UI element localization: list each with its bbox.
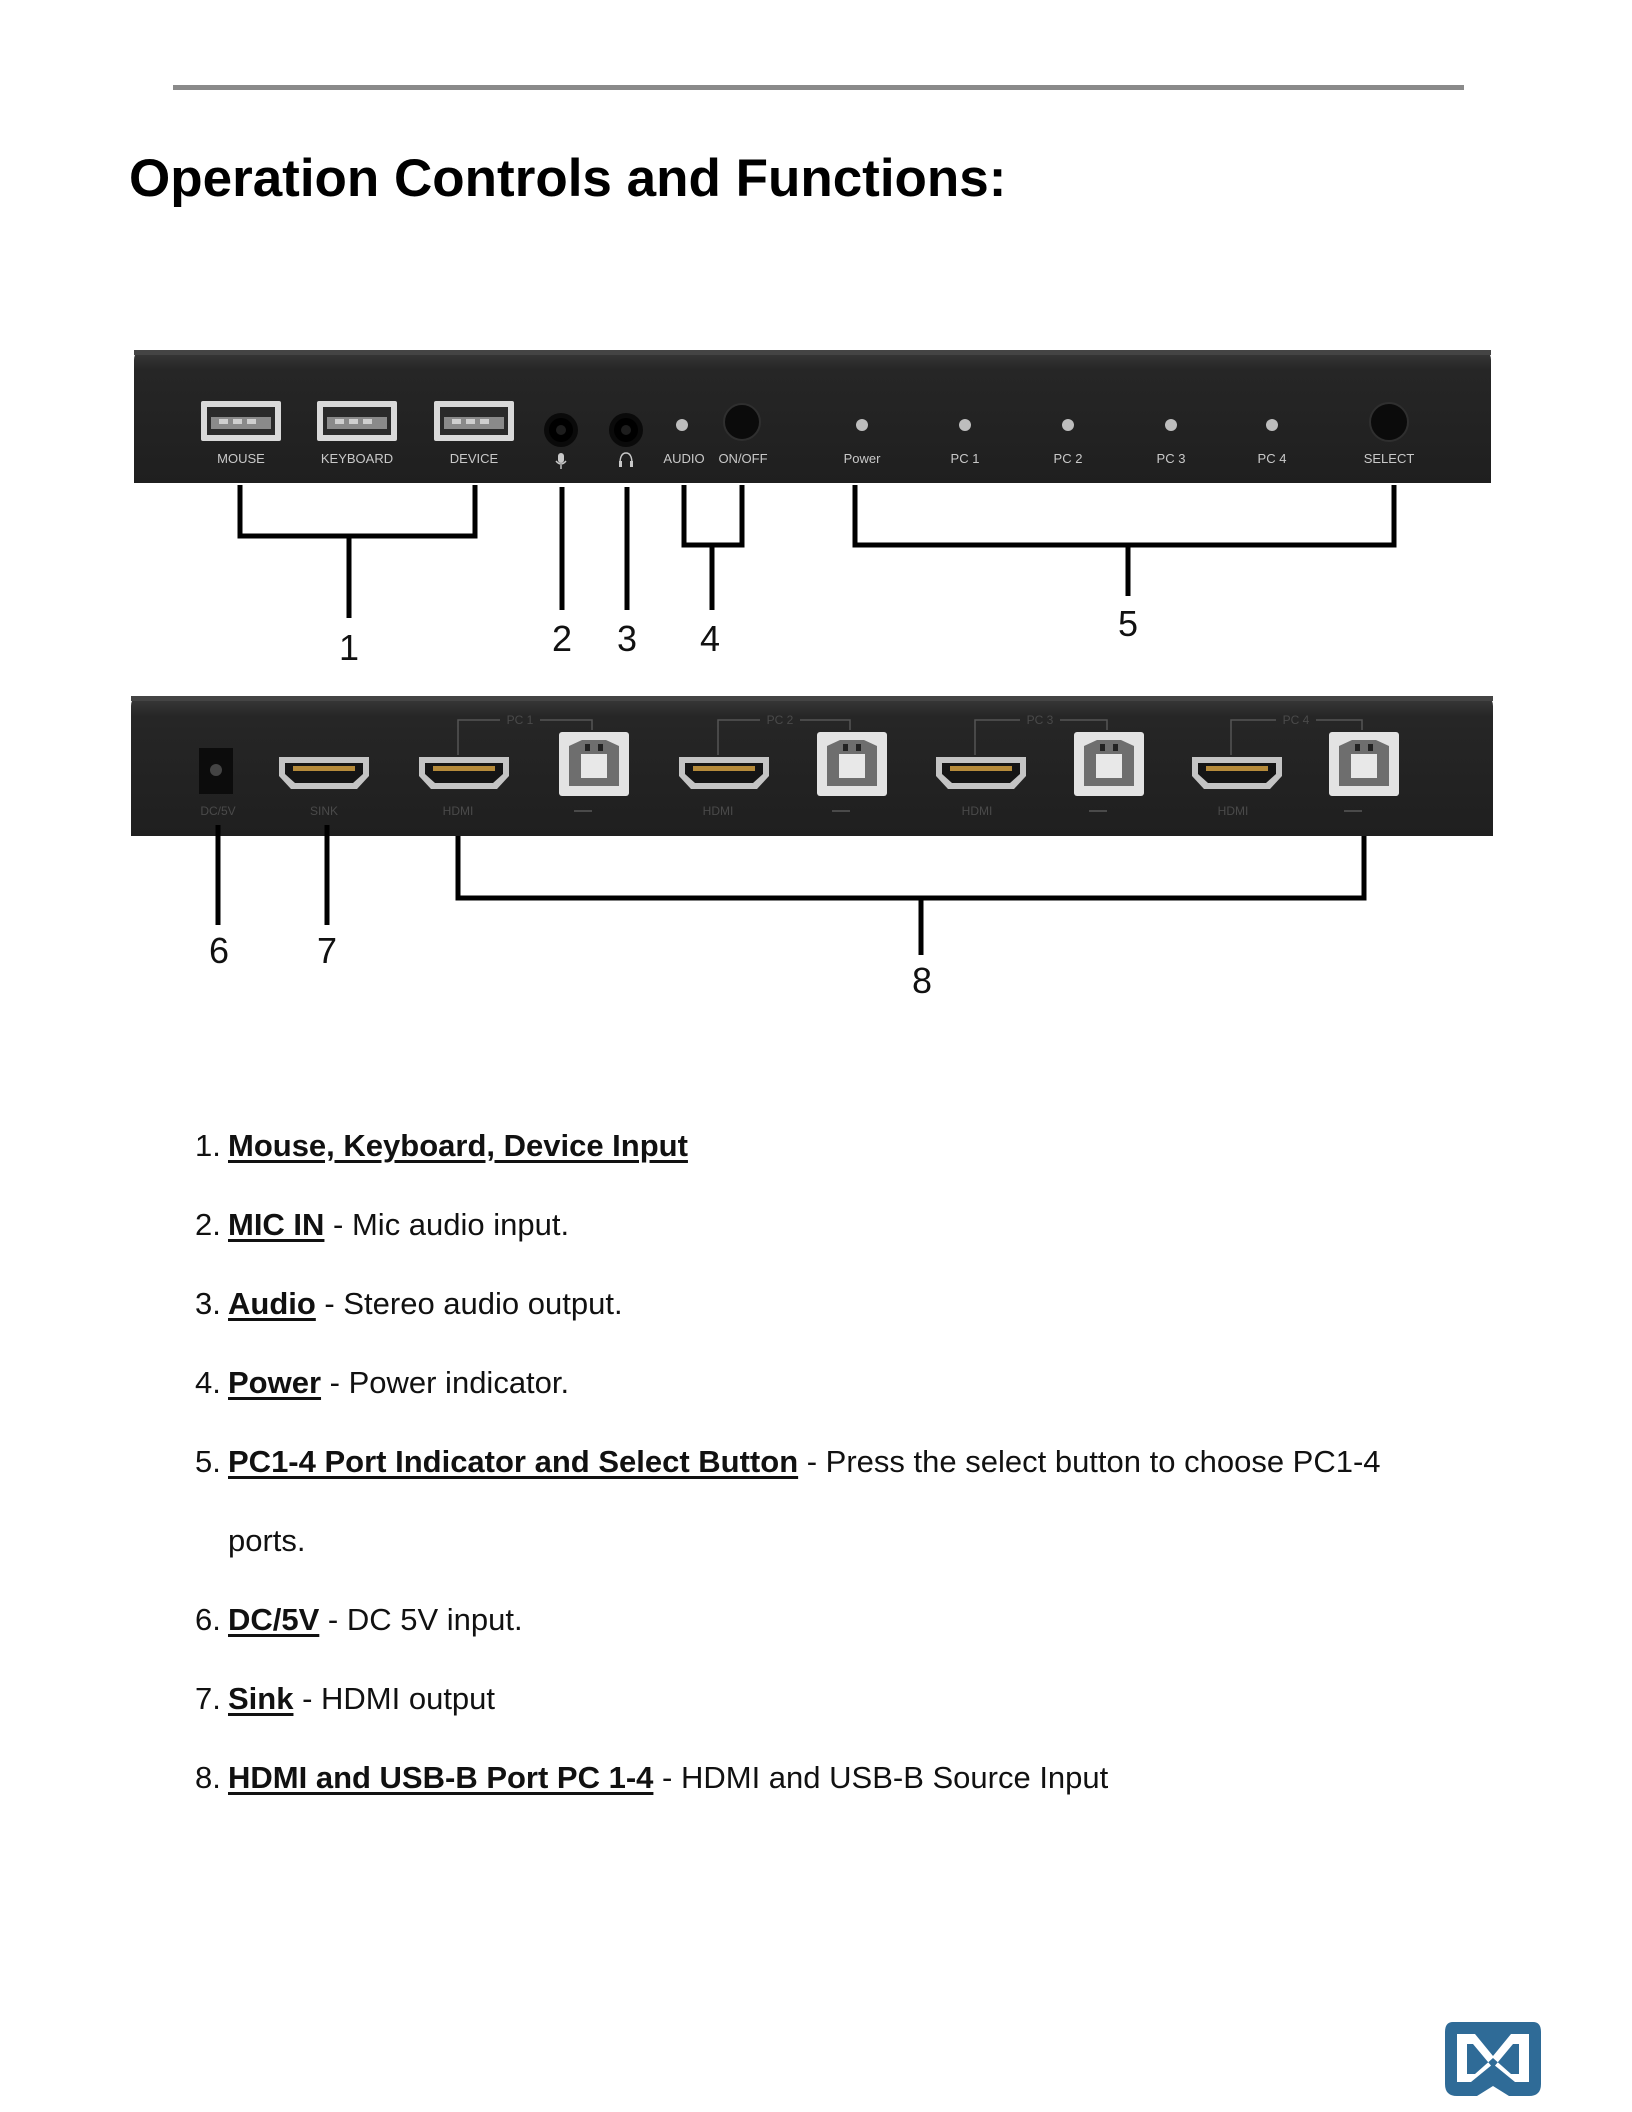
mouse-usb-port	[201, 401, 281, 441]
item-term: Audio	[228, 1286, 316, 1321]
item-term: PC1-4 Port Indicator and Select Button	[228, 1444, 799, 1479]
pc3-usb-b-port	[1074, 732, 1144, 796]
rear-label-pc1: PC 1	[507, 713, 534, 727]
label-pc2: PC 2	[1054, 451, 1083, 466]
page-title: Operation Controls and Functions:	[129, 149, 1007, 208]
pc3-led	[1165, 419, 1177, 431]
panel-diagram: MOUSE KEYBOARD DEVICE AUDIO ON/OFF Power…	[131, 350, 1493, 1001]
item-number: 2.	[195, 1207, 221, 1242]
rear-label-pc4: PC 4	[1283, 713, 1310, 727]
item-number: 3.	[195, 1286, 221, 1321]
item-description: - Stereo audio output.	[315, 1286, 623, 1321]
callout-7: 7	[317, 930, 337, 971]
front-panel: MOUSE KEYBOARD DEVICE AUDIO ON/OFF Power…	[134, 350, 1491, 483]
audio-led	[676, 419, 688, 431]
header-rule	[173, 85, 1464, 90]
pc3-hdmi-port	[936, 757, 1026, 789]
select-button	[1369, 402, 1409, 442]
item-description: - HDMI and USB-B Source Input	[653, 1760, 1109, 1795]
keyboard-usb-port	[317, 401, 397, 441]
rear-label-hdmi-4: HDMI	[1218, 804, 1249, 818]
label-device: DEVICE	[450, 451, 499, 466]
pc1-led	[959, 419, 971, 431]
item-number: 1.	[195, 1128, 221, 1163]
item-description: - Press the select button to choose PC1-…	[798, 1444, 1381, 1479]
sink-hdmi-port	[279, 757, 369, 789]
callout-3: 3	[617, 618, 637, 659]
label-pc4: PC 4	[1258, 451, 1287, 466]
power-led	[856, 419, 868, 431]
item-term: HDMI and USB-B Port PC 1-4	[228, 1760, 654, 1795]
item-term: Sink	[228, 1681, 294, 1716]
item-number: 6.	[195, 1602, 221, 1637]
mic-jack	[544, 413, 578, 447]
audio-jack	[609, 413, 643, 447]
label-pc1: PC 1	[951, 451, 980, 466]
rear-group-brackets	[457, 719, 1363, 755]
rear-label-hdmi-1: HDMI	[443, 804, 474, 818]
rear-label-pc2: PC 2	[767, 713, 794, 727]
headphone-icon	[619, 452, 633, 467]
rear-panel: PC 1 PC 2 PC 3 PC 4 DC/5V SINK HDMI HDMI…	[131, 696, 1493, 836]
item-number: 7.	[195, 1681, 221, 1716]
rear-label-sink: SINK	[310, 804, 338, 818]
usb-symbol-icons	[574, 810, 1362, 812]
rear-callout-lines	[215, 825, 1367, 955]
callout-6: 6	[209, 930, 229, 971]
callout-2: 2	[552, 618, 572, 659]
item-number: 8.	[195, 1760, 221, 1795]
rear-label-hdmi-3: HDMI	[962, 804, 993, 818]
item-number: 5.	[195, 1444, 221, 1479]
pc2-hdmi-port	[679, 757, 769, 789]
pc4-usb-b-port	[1329, 732, 1399, 796]
item-description: - HDMI output	[293, 1681, 496, 1716]
pc1-hdmi-port	[419, 757, 509, 789]
item-term: DC/5V	[228, 1602, 320, 1637]
on-off-button	[723, 403, 761, 441]
item-description: - Power indicator.	[321, 1365, 570, 1400]
item-term: Power	[228, 1365, 322, 1400]
pc2-led	[1062, 419, 1074, 431]
item-description: - DC 5V input.	[319, 1602, 523, 1637]
label-audio: AUDIO	[663, 451, 704, 466]
front-callout-lines	[237, 485, 1397, 618]
item-description: - Mic audio input.	[324, 1207, 570, 1242]
brand-logo-icon	[1445, 2022, 1541, 2096]
callout-4: 4	[700, 618, 720, 659]
label-select: SELECT	[1364, 451, 1415, 466]
label-mouse: MOUSE	[217, 451, 265, 466]
rear-label-dc: DC/5V	[200, 804, 235, 818]
rear-label-pc3: PC 3	[1027, 713, 1054, 727]
callout-5: 5	[1118, 603, 1138, 644]
callout-1: 1	[339, 627, 359, 668]
item-term: MIC IN	[228, 1207, 325, 1242]
item-term: Mouse, Keyboard, Device Input	[228, 1128, 688, 1163]
pc4-led	[1266, 419, 1278, 431]
pc4-hdmi-port	[1192, 757, 1282, 789]
label-pc3: PC 3	[1157, 451, 1186, 466]
label-keyboard: KEYBOARD	[321, 451, 393, 466]
rear-label-hdmi-2: HDMI	[703, 804, 734, 818]
microphone-icon	[555, 453, 567, 469]
callout-8: 8	[912, 960, 932, 1001]
device-usb-port	[434, 401, 514, 441]
label-on-off: ON/OFF	[718, 451, 767, 466]
pc1-usb-b-port	[559, 732, 629, 796]
label-power: Power	[844, 451, 882, 466]
item-continuation: ports.	[228, 1523, 306, 1558]
item-number: 4.	[195, 1365, 221, 1400]
pc2-usb-b-port	[817, 732, 887, 796]
